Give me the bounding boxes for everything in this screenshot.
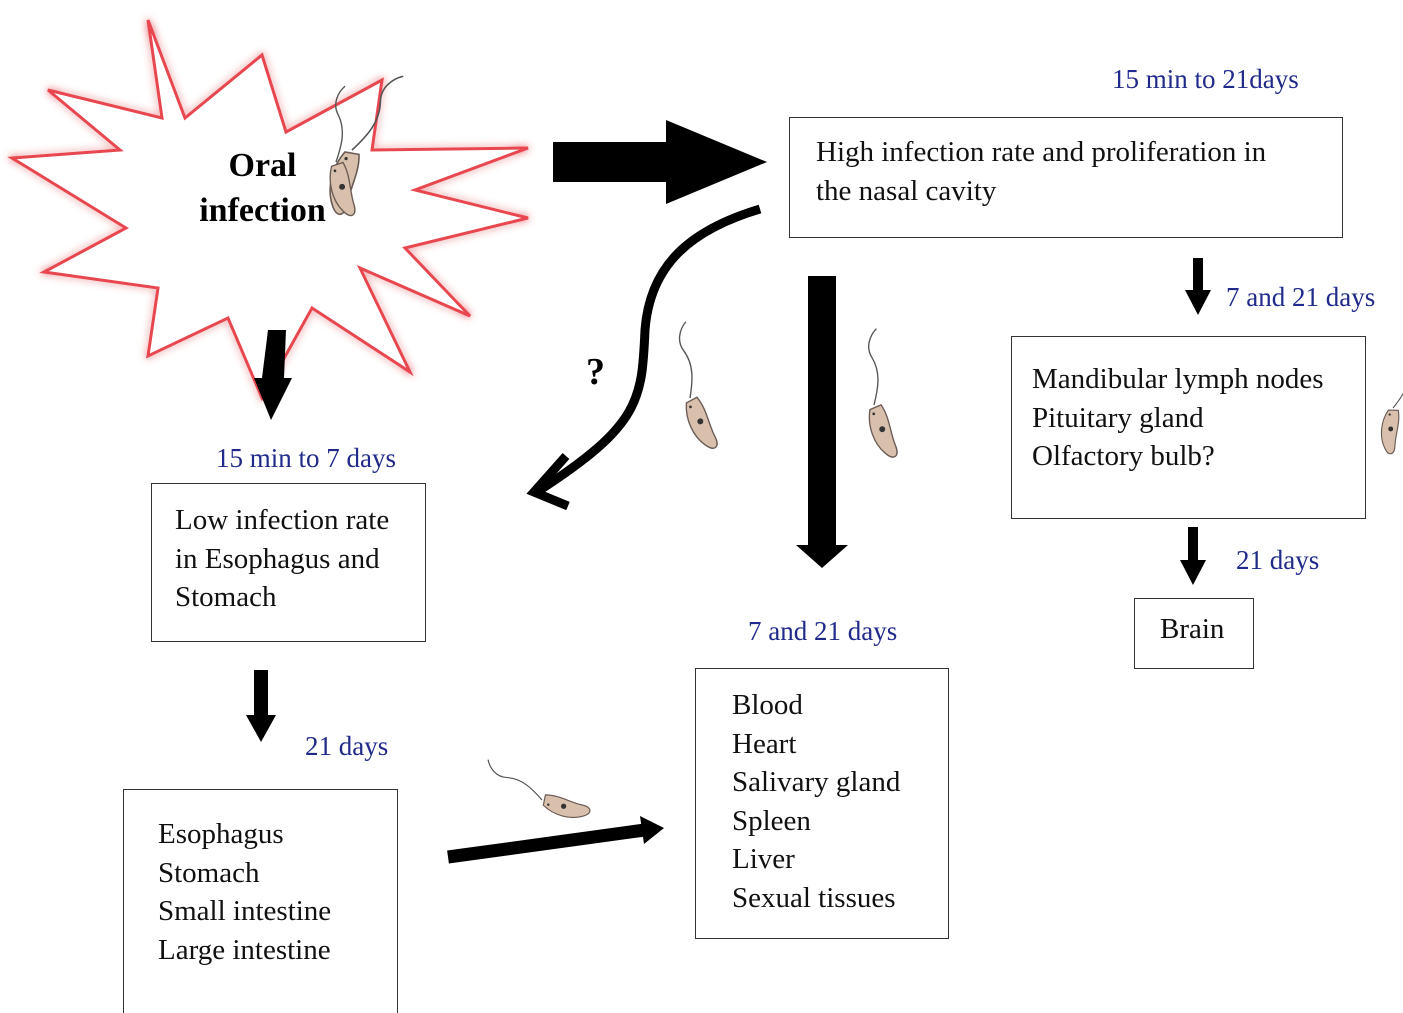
systemic-line: Spleen	[732, 802, 900, 841]
nasal-text: High infection rate and proliferation in…	[816, 133, 1266, 210]
head-nodes-line: Mandibular lymph nodes	[1032, 360, 1324, 399]
nasal-line: the nasal cavity	[816, 172, 1266, 211]
nasal-time: 15 min to 21days	[1112, 64, 1299, 95]
brain-time: 21 days	[1236, 545, 1319, 576]
arrow-icon	[796, 276, 848, 568]
gi-tract-text: Esophagus Stomach Small intestine Large …	[158, 815, 331, 969]
nasal-line: High infection rate and proliferation in	[816, 133, 1266, 172]
low-infection-line: in Esophagus and	[175, 540, 389, 579]
gi-tract-line: Esophagus	[158, 815, 331, 854]
oral-label-line1: Oral	[180, 143, 345, 188]
low-infection-line: Stomach	[175, 578, 389, 617]
brain-label: Brain	[1160, 610, 1224, 649]
curved-arrow-icon	[540, 209, 760, 490]
trypanosome-icon	[846, 329, 910, 461]
trypanosome-icon	[656, 322, 729, 453]
arrow-icon	[553, 120, 767, 204]
gi-tract-line: Small intestine	[158, 892, 331, 931]
gi-tract-line: Stomach	[158, 854, 331, 893]
gi-tract-line: Large intestine	[158, 931, 331, 970]
head-nodes-time: 7 and 21 days	[1226, 282, 1375, 313]
systemic-line: Heart	[732, 725, 900, 764]
low-infection-time: 15 min to 7 days	[216, 443, 396, 474]
systemic-time: 7 and 21 days	[748, 616, 897, 647]
head-nodes-line: Pituitary gland	[1032, 399, 1324, 438]
uncertain-route-mark: ?	[586, 350, 605, 394]
trypanosome-icon	[1378, 347, 1403, 456]
head-nodes-text: Mandibular lymph nodes Pituitary gland O…	[1032, 360, 1324, 476]
arrow-icon	[1185, 258, 1211, 315]
trypanosome-icon	[479, 760, 595, 825]
oral-infection-label: Oral infection	[180, 143, 345, 233]
arrow-icon	[448, 830, 645, 857]
systemic-line: Blood	[732, 686, 900, 725]
systemic-line: Salivary gland	[732, 763, 900, 802]
gi-tract-time: 21 days	[305, 731, 388, 762]
oral-label-line2: infection	[180, 188, 345, 233]
systemic-line: Sexual tissues	[732, 879, 900, 918]
low-infection-text: Low infection rate in Esophagus and Stom…	[175, 501, 389, 617]
head-nodes-line: Olfactory bulb?	[1032, 437, 1324, 476]
systemic-text: Blood Heart Salivary gland Spleen Liver …	[732, 686, 900, 917]
arrow-icon	[246, 670, 276, 742]
arrow-icon	[1180, 527, 1206, 585]
systemic-line: Liver	[732, 840, 900, 879]
low-infection-line: Low infection rate	[175, 501, 389, 540]
